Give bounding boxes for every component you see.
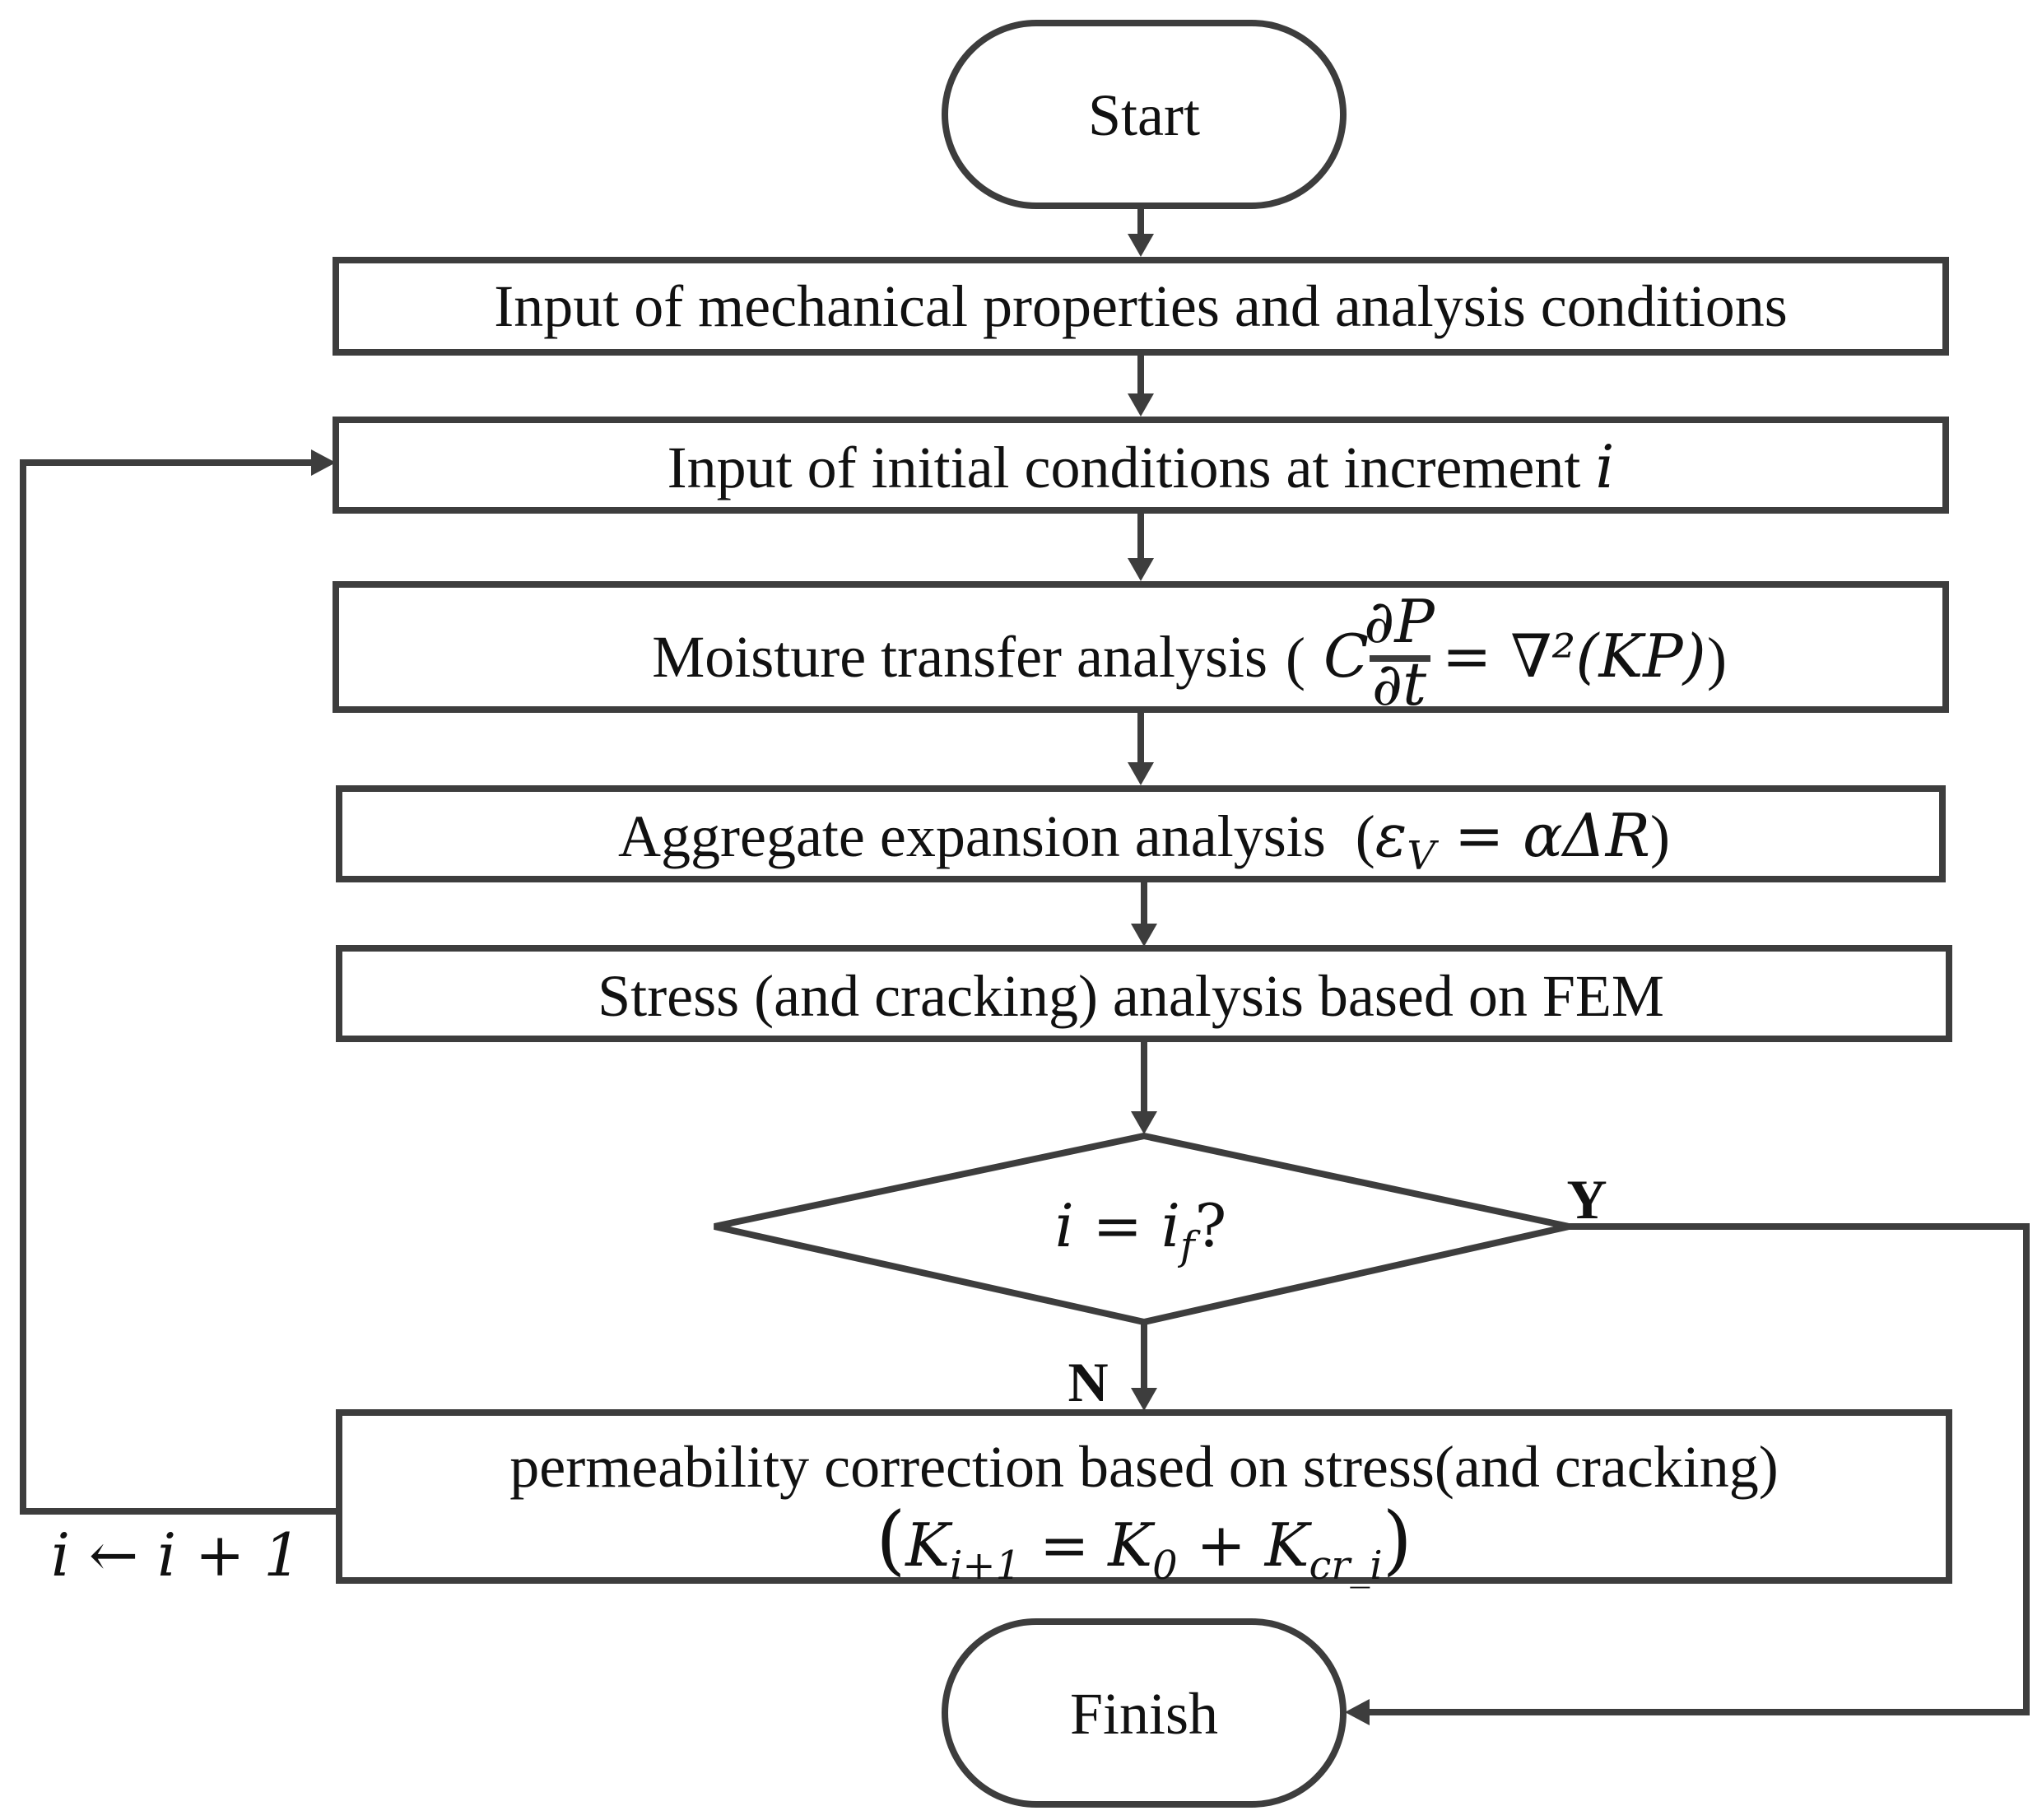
- process-permeability-label: permeability correction based on stress(…: [509, 1434, 1778, 1500]
- permeability-open-paren: (: [876, 1496, 905, 1584]
- increment-variable: i: [1595, 432, 1614, 501]
- moisture-label-text: Moisture transfer analysis: [652, 624, 1268, 690]
- expansion-label-text: Aggregate expansion analysis: [618, 803, 1326, 869]
- process-permeability-correction: [336, 1409, 1952, 1584]
- moisture-coef: C: [1323, 621, 1369, 691]
- arrowhead: [311, 449, 336, 476]
- decision-diamond: [714, 1132, 1570, 1326]
- decision-label: i = if?: [1055, 1191, 1227, 1269]
- permeability-eq: = K: [1021, 1510, 1156, 1580]
- start-terminator: [942, 20, 1347, 209]
- process-moisture-transfer: [333, 581, 1949, 713]
- process-aggregate-expansion: [336, 785, 1946, 882]
- arrowhead: [1128, 393, 1154, 417]
- process-initial-conditions: [333, 417, 1949, 514]
- decision-lhs: i = i: [1055, 1191, 1180, 1260]
- permeability-close-paren: ): [1383, 1496, 1412, 1584]
- arrowhead: [1131, 1111, 1157, 1134]
- expansion-open-paren: (: [1356, 803, 1375, 869]
- start-label: Start: [1088, 82, 1200, 148]
- process-aggregate-expansion-label: Aggregate expansion analysis (εV = αΔR): [618, 801, 1670, 879]
- moisture-open-paren: (: [1286, 626, 1305, 691]
- finish-label: Finish: [1070, 1681, 1218, 1747]
- no-branch-label: N: [1068, 1351, 1108, 1413]
- arrowhead: [1131, 924, 1157, 947]
- process-input-properties: [333, 257, 1949, 356]
- moisture-numerator: ∂P: [1364, 587, 1435, 656]
- expansion-rhs: = αΔR: [1435, 801, 1650, 870]
- arrowhead: [1128, 762, 1154, 785]
- process-stress-analysis-label: Stress (and cracking) analysis based on …: [598, 963, 1664, 1029]
- moisture-rhs: = ∇²(KP): [1442, 621, 1706, 691]
- permeability-kcr-sub: cr_i: [1309, 1543, 1383, 1589]
- permeability-k1: K: [904, 1510, 953, 1580]
- process-stress-analysis: [336, 945, 1952, 1042]
- expansion-sub: V: [1407, 833, 1439, 879]
- process-moisture-transfer-label: Moisture transfer analysis ( C ∂P ∂t = ∇…: [652, 587, 1727, 719]
- arrowhead: [1345, 1699, 1370, 1725]
- process-initial-conditions-label: Input of initial conditions at increment…: [667, 432, 1615, 501]
- connector-decision-yes: [1368, 1223, 2030, 1715]
- loop-increment-label: i ← i + 1: [51, 1520, 301, 1590]
- expansion-close-paren: ): [1650, 803, 1670, 869]
- process-permeability-equation: (Ki+1 = K0 + Kcr_i): [876, 1496, 1412, 1589]
- arrowhead: [1128, 234, 1154, 257]
- moisture-close-paren: ): [1707, 626, 1727, 691]
- connector-loop-back: [20, 459, 339, 1515]
- yes-branch-label: Y: [1566, 1168, 1607, 1231]
- expansion-epsilon: ε: [1375, 801, 1407, 870]
- arrowhead: [1131, 1388, 1157, 1411]
- permeability-plus: + K: [1178, 1510, 1313, 1580]
- process-input-properties-label: Input of mechanical properties and analy…: [494, 273, 1788, 339]
- permeability-k0-sub: 0: [1152, 1543, 1178, 1589]
- initial-conditions-text: Input of initial conditions at increment: [667, 435, 1581, 500]
- moisture-denominator: ∂t: [1372, 649, 1427, 719]
- arrowhead: [1128, 558, 1154, 581]
- permeability-k1-sub: i+1: [950, 1543, 1021, 1589]
- expansion-line: Aggregate expansion analysis (εV = αΔR): [618, 801, 1670, 879]
- finish-terminator: [942, 1618, 1347, 1808]
- decision-suffix: ?: [1195, 1191, 1227, 1260]
